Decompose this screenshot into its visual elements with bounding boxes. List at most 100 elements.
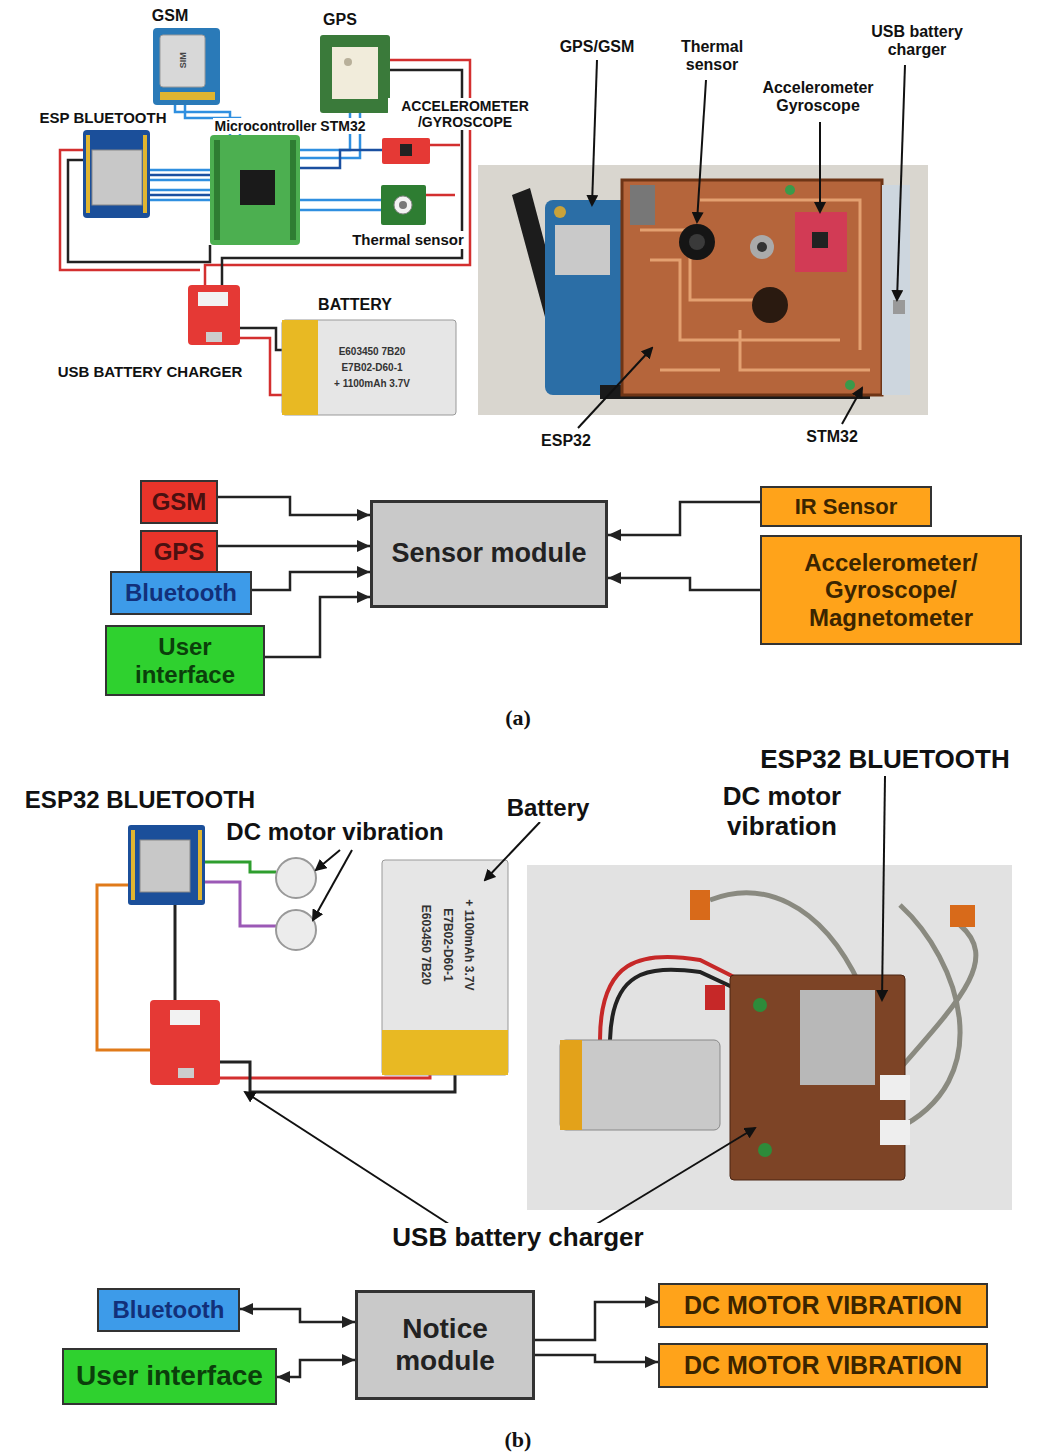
arrow-head — [342, 1354, 355, 1366]
connector-line — [608, 502, 760, 535]
battery-marking: + 1100mAh 3.7V — [462, 899, 476, 990]
connector — [218, 497, 370, 521]
output-box: DC MOTOR VIBRATION — [658, 1283, 988, 1328]
text-stack: GSM — [150, 488, 208, 516]
text-stack: Accelerometer/ Gyroscope/ Magnetometer — [770, 549, 1012, 632]
connector — [265, 591, 370, 657]
text-stack: Bluetooth — [120, 579, 242, 607]
sensor-box: IR Sensor — [760, 486, 932, 527]
thermal-sensor-board — [381, 185, 426, 225]
box-label: Sensor module — [391, 538, 586, 569]
text-stack: Sensor module — [381, 538, 597, 569]
callout-label: Thermal sensor — [660, 38, 764, 75]
part-name: DC motor vibration — [224, 818, 445, 846]
connector-line — [218, 497, 370, 515]
arrow-head — [240, 1303, 253, 1315]
box-label: Accelerometer/ Gyroscope/ Magnetometer — [770, 549, 1012, 632]
connector-line — [252, 572, 370, 590]
text-stack: Notice module — [366, 1313, 524, 1377]
gsm-module — [153, 28, 220, 105]
input-box: GSM — [140, 480, 218, 524]
part-name: Battery — [505, 794, 592, 822]
input-box: User interface — [105, 625, 265, 696]
connector-line — [218, 545, 370, 548]
stm32-board — [210, 135, 300, 245]
module-box: Notice module — [355, 1290, 535, 1400]
connector — [277, 1354, 355, 1383]
callout-label: USB battery charger — [855, 23, 979, 60]
callout-label: ESP32 — [539, 432, 593, 450]
input-box: Bluetooth — [97, 1288, 240, 1332]
arrow-head — [608, 572, 621, 584]
input-box: User interface — [62, 1348, 277, 1405]
text-stack: Bluetooth — [107, 1296, 230, 1324]
box-label: Bluetooth — [113, 1296, 225, 1324]
connector — [608, 502, 760, 541]
callout-label: Accelerometer Gyroscope — [746, 79, 890, 116]
battery — [382, 860, 508, 1075]
battery-marking: + 1100mAh 3.7V — [334, 378, 410, 390]
vibration-motor — [276, 858, 316, 950]
card-marking: SIM — [178, 52, 188, 68]
connector-line — [535, 1302, 658, 1340]
box-label: GSM — [152, 488, 207, 516]
connector-line — [265, 597, 370, 657]
part-name: ESP32 BLUETOOTH — [23, 786, 257, 814]
text-stack: GPS — [150, 538, 208, 566]
part-name: Microcontroller STM32 — [213, 118, 368, 134]
connector — [252, 566, 370, 590]
arrow-head — [357, 540, 370, 552]
part-name: ACCELEROMETER /GYROSCOPE — [388, 98, 542, 130]
esp-board — [83, 130, 150, 218]
part-name: BATTERY — [316, 296, 394, 314]
panel-label: (b) — [505, 1427, 532, 1452]
battery-marking: E7B02-D60-1 — [440, 908, 454, 981]
box-label: User interface — [76, 1360, 263, 1392]
text-stack: User interface — [115, 633, 255, 688]
arrow-head — [608, 529, 621, 541]
battery-marking: E603450 7B20 — [339, 346, 406, 358]
connector — [535, 1296, 658, 1340]
input-box: GPS — [140, 530, 218, 574]
box-label: Bluetooth — [125, 579, 237, 607]
sensor-box: Accelerometer/ Gyroscope/ Magnetometer — [760, 535, 1022, 645]
arrow-head — [277, 1371, 290, 1383]
box-label: DC MOTOR VIBRATION — [684, 1351, 962, 1380]
leader-lines — [578, 60, 905, 428]
part-name: Thermal sensor — [350, 231, 466, 248]
callout-label: USB battery charger — [390, 1223, 645, 1253]
connector-line — [535, 1355, 658, 1362]
box-label: User interface — [115, 633, 255, 688]
sensor-module-photo — [478, 165, 928, 415]
part-name: ESP BLUETOOTH — [38, 109, 169, 126]
callout-label: STM32 — [804, 428, 860, 446]
arrow-head — [357, 591, 370, 603]
module-box: Sensor module — [370, 500, 608, 608]
box-label: GPS — [154, 538, 205, 566]
battery-marking: E603450 7B20 — [418, 905, 432, 985]
connector-line — [608, 578, 760, 590]
callout-label: ESP32 BLUETOOTH — [758, 745, 1011, 775]
usb-charger — [188, 285, 240, 345]
box-label: IR Sensor — [795, 494, 898, 519]
callout-label: GPS/GSM — [558, 38, 637, 56]
connector — [240, 1303, 355, 1328]
text-stack: DC MOTOR VIBRATION — [668, 1351, 978, 1380]
box-label: DC MOTOR VIBRATION — [684, 1291, 962, 1320]
panel-label: (a) — [505, 705, 531, 730]
output-box: DC MOTOR VIBRATION — [658, 1343, 988, 1388]
arrow-head — [357, 509, 370, 521]
connector-line — [240, 1309, 355, 1322]
text-stack: IR Sensor — [770, 494, 922, 519]
accelerometer-board — [382, 138, 430, 164]
arrow-head — [645, 1296, 658, 1308]
text-stack: DC MOTOR VIBRATION — [668, 1291, 978, 1320]
arrow-head — [357, 566, 370, 578]
connector — [608, 572, 760, 590]
arrow-head — [342, 1316, 355, 1328]
callout-label: DC motor vibration — [685, 782, 879, 842]
battery-marking: E7B02-D60-1 — [341, 362, 402, 374]
connector — [218, 540, 370, 552]
usb-charger — [150, 1000, 220, 1085]
esp32-board — [128, 825, 205, 905]
